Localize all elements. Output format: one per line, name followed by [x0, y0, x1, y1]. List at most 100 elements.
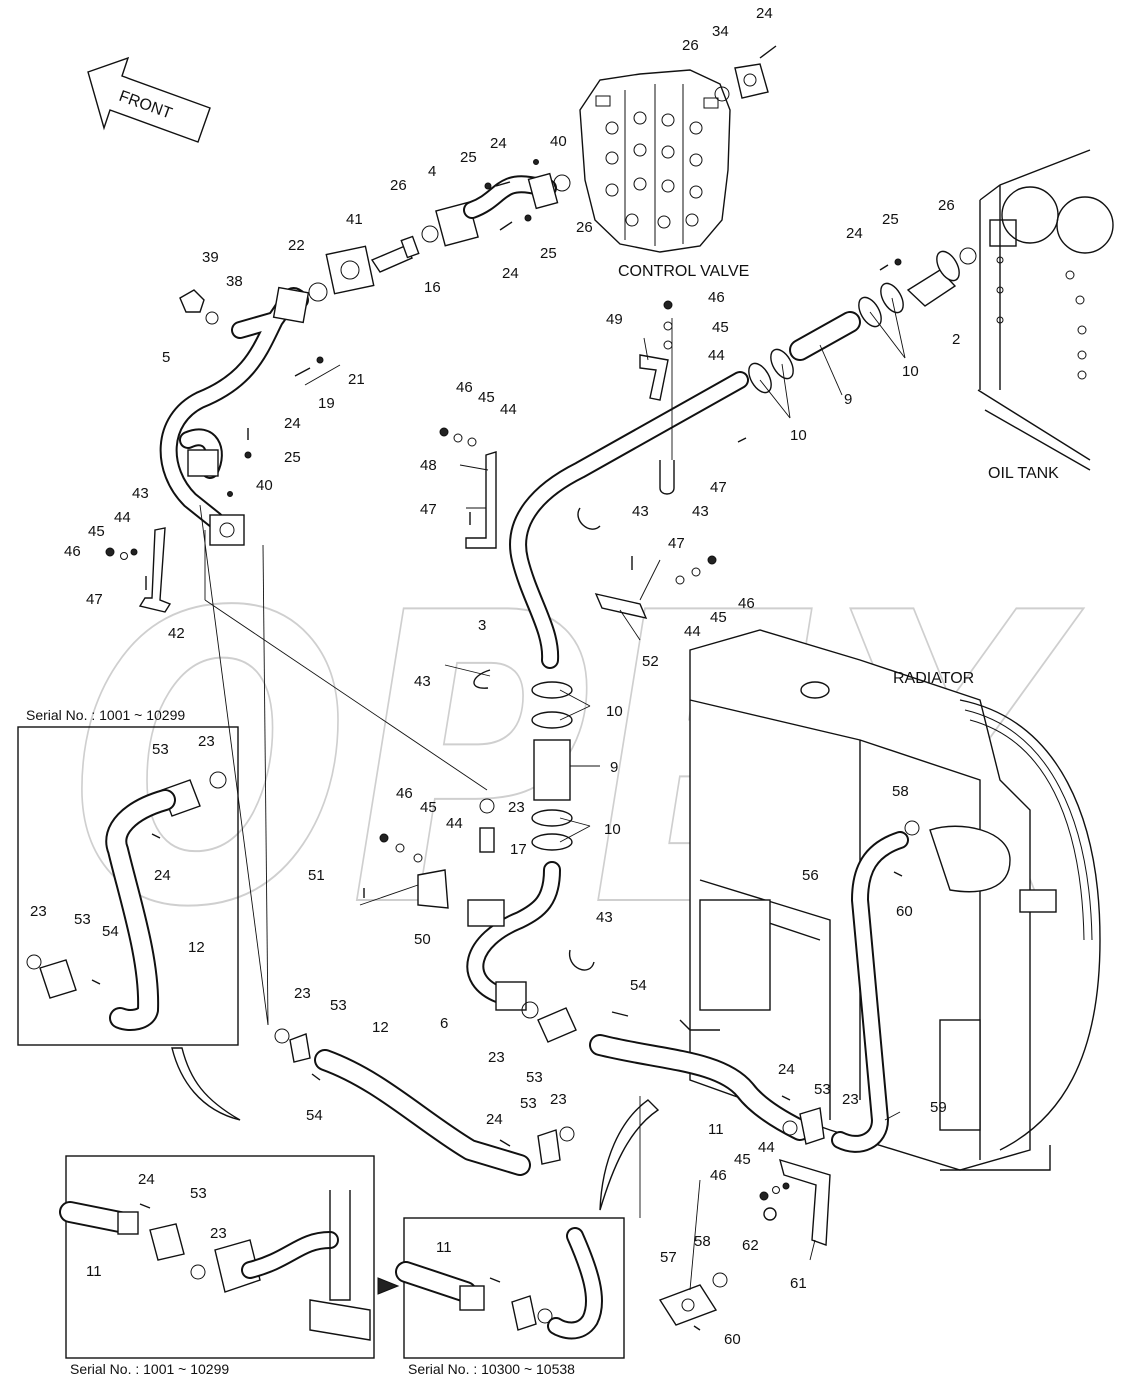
callout-p50: 50 [414, 931, 431, 948]
callout-p43a: 43 [132, 485, 149, 502]
callout-p45c: 45 [478, 389, 495, 406]
callout-p39: 39 [202, 249, 219, 266]
hose-12 [314, 1049, 531, 1176]
callout-p44c: 44 [500, 401, 517, 418]
callout-p46f: 46 [710, 1167, 727, 1184]
pipe-6 [466, 861, 561, 1011]
o-ring-38 [205, 311, 219, 325]
callout-p53g: 53 [190, 1185, 207, 1202]
callout-p24a: 24 [756, 5, 773, 22]
callout-p34: 34 [712, 23, 729, 40]
callout-p25d: 25 [882, 211, 899, 228]
u-bolt-43c [473, 669, 491, 689]
o-ring-26 [421, 225, 439, 243]
callout-p54a: 54 [630, 977, 647, 994]
callout-p40a: 40 [550, 133, 567, 150]
adapter-2 [906, 250, 960, 307]
callout-p11b: 11 [86, 1263, 102, 1280]
bolt-24a [759, 45, 777, 59]
callout-p46a: 46 [64, 543, 81, 560]
callout-p62: 62 [742, 1237, 759, 1254]
callout-p44f: 44 [758, 1139, 775, 1156]
pipe-3 [509, 371, 749, 669]
callout-p40b: 40 [256, 477, 273, 494]
callout-p44e: 44 [446, 815, 463, 832]
flange-34 [734, 63, 769, 99]
callout-p58b: 58 [694, 1233, 711, 1250]
callout-p26d: 26 [938, 197, 955, 214]
fitting-16 [370, 235, 420, 273]
callout-p53d: 53 [152, 741, 169, 758]
inset-1-pointer-icon [171, 1047, 241, 1121]
callout-p23h: 23 [210, 1225, 227, 1242]
inset-1-serial: Serial No. : 1001 ~ 10299 [26, 707, 185, 723]
flange-41 [325, 245, 375, 295]
o-rings-23 [26, 771, 798, 1142]
callout-p43d: 43 [414, 673, 431, 690]
callout-p43e: 43 [596, 909, 613, 926]
inset-2-arrow-icon [377, 1277, 400, 1295]
o-ring-26c [553, 174, 571, 192]
callout-p24g: 24 [486, 1111, 503, 1128]
callout-p3: 3 [478, 617, 486, 634]
callout-p16: 16 [424, 279, 441, 296]
u-bolt-43d [569, 949, 595, 971]
callout-p24i: 24 [138, 1171, 155, 1188]
callout-p23e: 23 [198, 733, 215, 750]
callout-p5: 5 [162, 349, 170, 366]
callout-p17: 17 [510, 841, 527, 858]
o-ring-58a [904, 820, 920, 836]
callout-p24b: 24 [490, 135, 507, 152]
leader-lines [199, 297, 906, 1291]
callout-p47b: 47 [710, 479, 727, 496]
pipe-4 [435, 172, 559, 247]
callout-p49: 49 [606, 311, 623, 328]
front-arrow-icon [87, 56, 211, 143]
callout-p41: 41 [346, 211, 363, 228]
callout-p23g: 23 [842, 1091, 859, 1108]
callout-p25c: 25 [284, 449, 301, 466]
callout-p11a: 11 [708, 1121, 724, 1138]
callout-p47a: 47 [86, 591, 103, 608]
pipe-5 [159, 286, 310, 546]
callout-p48: 48 [420, 457, 437, 474]
callout-p22: 22 [288, 237, 305, 254]
callout-p53f: 53 [814, 1081, 831, 1098]
callout-p23b: 23 [488, 1049, 505, 1066]
callout-p60a: 60 [896, 903, 913, 920]
callout-p23d: 23 [30, 903, 47, 920]
callout-p61: 61 [790, 1275, 807, 1292]
callout-p45e: 45 [420, 799, 437, 816]
callout-p45d: 45 [710, 609, 727, 626]
callout-p42: 42 [168, 625, 185, 642]
callout-p19: 19 [318, 395, 335, 412]
callout-p24d: 24 [284, 415, 301, 432]
bracket-61 [779, 1158, 831, 1246]
callout-p10a: 10 [902, 363, 919, 380]
hose-11 [589, 1034, 811, 1141]
inset-1-frame [17, 726, 239, 1046]
callout-p45f: 45 [734, 1151, 751, 1168]
callout-p24e: 24 [846, 225, 863, 242]
callout-p57: 57 [660, 1249, 677, 1266]
callout-p25b: 25 [540, 245, 557, 262]
callout-p44b: 44 [708, 347, 725, 364]
plug-39 [179, 289, 205, 313]
oil-tank-label: OIL TANK [988, 465, 1059, 482]
inset-2-frame [59, 1155, 375, 1359]
o-ring-26a [714, 86, 730, 102]
o-ring-23a [479, 798, 495, 814]
callout-p43b: 43 [692, 503, 709, 520]
callout-p46d: 46 [738, 595, 755, 612]
fasteners [91, 159, 903, 1331]
flange-57 [658, 1284, 718, 1326]
u-bolt-43b [577, 507, 601, 530]
callout-p53b: 53 [330, 997, 347, 1014]
callout-p44d: 44 [684, 623, 701, 640]
callout-p23c: 23 [294, 985, 311, 1002]
callout-p9a: 9 [844, 391, 852, 408]
callout-p24c: 24 [502, 265, 519, 282]
hose-9-upper [748, 282, 904, 394]
callout-p26a: 26 [682, 37, 699, 54]
